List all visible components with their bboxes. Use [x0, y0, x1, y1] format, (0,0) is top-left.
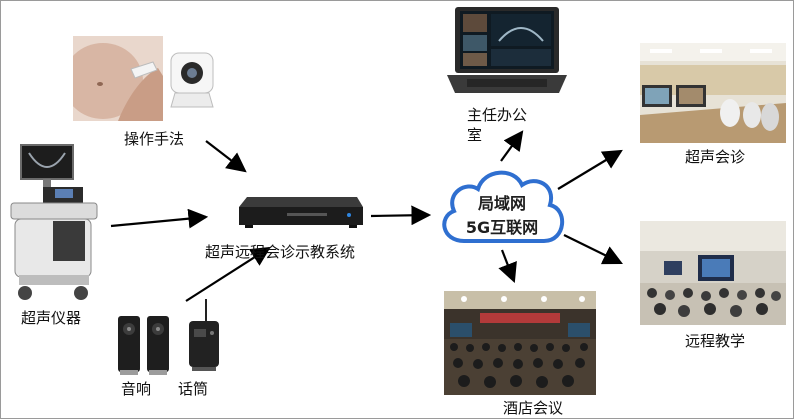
arrow-network-to-teaching	[563, 234, 623, 265]
remote-teaching-label: 远程教学	[685, 332, 746, 350]
consultation-photo	[640, 43, 786, 143]
operation-label: 操作手法	[124, 130, 185, 148]
director-office-label: 主任办公 室	[467, 105, 527, 146]
hotel-meeting-photo	[444, 291, 596, 395]
director-office-label-line1: 主任办公	[467, 106, 528, 124]
arrow-operation-to-system	[205, 140, 247, 173]
network-label-lan: 局域网	[477, 194, 526, 213]
network-label-5g: 5G互联网	[465, 218, 539, 237]
operation-photo	[73, 36, 163, 121]
network-cloud-icon	[442, 170, 565, 243]
system-label: 超声远程会诊示教系统	[205, 243, 356, 261]
speaker-icon	[118, 316, 169, 375]
laptop-icon	[447, 7, 567, 93]
arrow-device-to-system	[110, 208, 209, 229]
arrow-system-to-network	[370, 205, 432, 226]
arrow-network-to-hotel	[498, 249, 517, 284]
arrow-audio-to-system	[185, 246, 271, 302]
director-office-label-line2: 室	[467, 126, 483, 145]
arrow-network-to-consultation	[557, 149, 623, 190]
ultrasound-machine-icon	[10, 144, 98, 300]
microphone-label: 话筒	[178, 380, 209, 398]
microphone-icon	[189, 299, 219, 371]
system-box-icon	[239, 197, 363, 228]
consultation-label: 超声会诊	[685, 148, 746, 166]
hotel-meeting-label: 酒店会议	[503, 399, 564, 417]
speaker-label: 音响	[121, 380, 152, 398]
ultrasound-device-label: 超声仪器	[21, 309, 82, 327]
remote-teaching-photo	[640, 221, 786, 325]
camera-icon	[170, 52, 214, 108]
arrow-network-to-office	[500, 130, 524, 162]
network-label: 局域网 5G互联网	[457, 190, 547, 238]
